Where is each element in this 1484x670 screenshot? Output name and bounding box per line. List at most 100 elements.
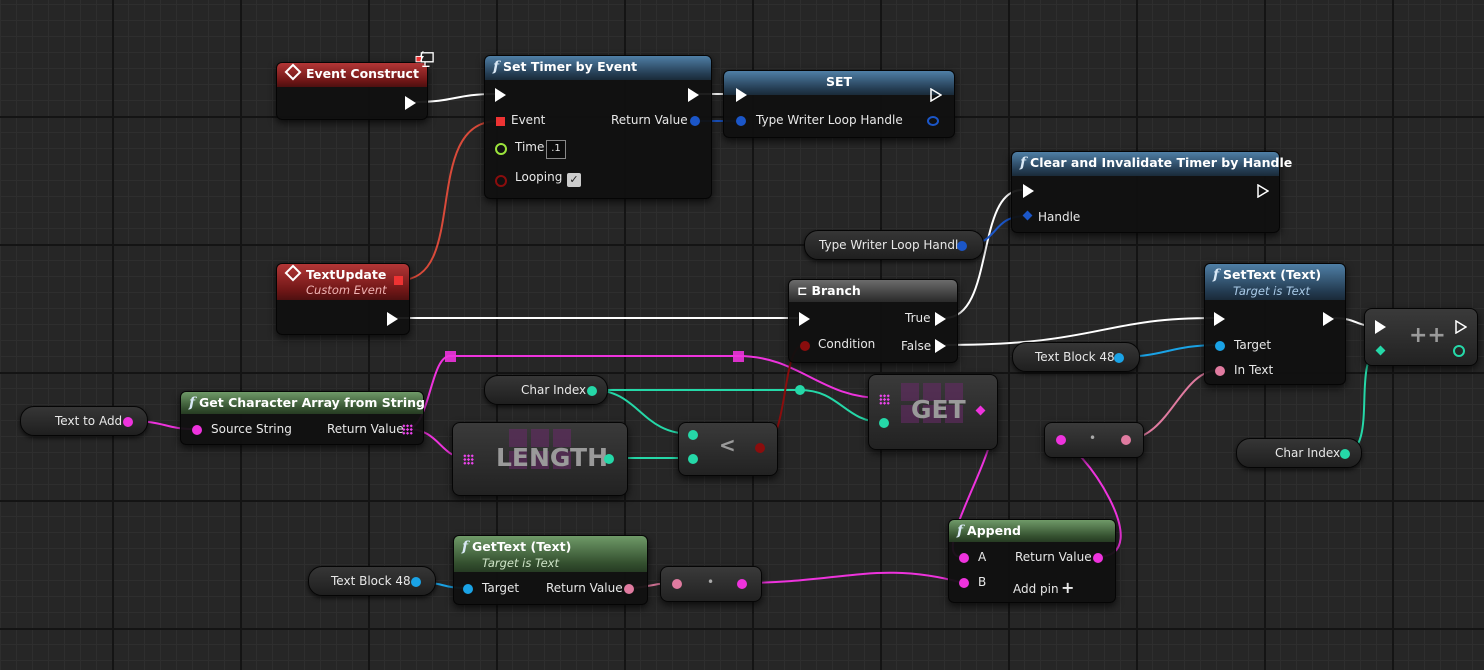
exec-out-pin[interactable] [387,312,398,326]
target-pin[interactable] [463,584,473,594]
exec-out-pin[interactable] [1323,312,1334,326]
int-in-pin-b[interactable] [688,454,698,464]
add-pin-label[interactable]: Add pin [1013,582,1059,596]
exec-in-pin[interactable] [736,88,747,102]
array-get-node[interactable]: GET [868,374,998,450]
event-construct-node[interactable]: Event Construct [276,62,428,120]
b-label: B [978,575,987,589]
a-pin[interactable] [959,553,969,563]
char-index-getter-a[interactable]: Char Index [484,375,608,405]
wire-charindex-to-get [592,389,883,423]
exec-out-pin[interactable] [688,88,699,102]
int-in-pin[interactable] [1375,345,1386,356]
exec-in-pin[interactable] [799,312,810,326]
delegate-out-pin[interactable] [394,276,403,285]
add-pin-icon[interactable]: + [1061,578,1075,597]
array-in-pin[interactable] [463,454,474,465]
event-icon [284,63,302,81]
int-out-pin[interactable] [604,454,614,464]
exec-in-pin[interactable] [1375,320,1386,334]
wire-array-to-get [406,355,883,430]
object-out-pin[interactable] [411,577,421,587]
string-out-pin[interactable] [975,405,986,416]
exec-in-pin[interactable] [1023,184,1034,198]
length-node[interactable]: LENGTH [452,422,628,496]
string-in-pin[interactable] [1056,435,1066,445]
true-exec-pin[interactable] [935,312,946,326]
type-writer-loop-handle-getter[interactable]: Type Writer Loop Handle [804,230,984,260]
wire-convert-to-append-b [740,571,964,584]
handle-out-pin[interactable] [957,241,967,251]
false-exec-pin[interactable] [935,339,946,353]
object-out-pin[interactable] [1114,353,1124,363]
char-index-getter-b[interactable]: Char Index [1236,438,1362,468]
exec-out-pin[interactable] [405,96,416,110]
int-out-pin[interactable] [587,386,597,396]
index-in-pin[interactable] [879,418,889,428]
function-icon: f [957,523,964,539]
exec-in-pin[interactable] [495,88,506,102]
function-icon: f [1020,155,1027,171]
wire-exec-branch-true-clear [944,189,1023,319]
target-pin[interactable] [1215,341,1225,351]
time-value-input[interactable]: .1 [546,140,566,159]
event-pin[interactable] [496,117,505,126]
text-in-pin[interactable] [672,579,682,589]
array-in-pin[interactable] [879,394,890,405]
a-label: A [978,550,987,564]
text-out-pin[interactable] [1121,435,1131,445]
handle-out-pin[interactable] [927,116,939,126]
get-text-title: GetText (Text) [472,539,572,554]
reroute-nodes [445,351,805,395]
handle-in-pin[interactable] [736,116,746,126]
bool-out-pin[interactable] [755,443,765,453]
text-update-event-node[interactable]: TextUpdate Custom Event [276,263,410,335]
string-out-pin[interactable] [737,579,747,589]
array-out-pin[interactable] [402,424,413,435]
string-out-pin[interactable] [123,417,133,427]
time-pin[interactable] [495,143,507,155]
event-pin-label: Event [511,113,546,127]
int-in-pin-a[interactable] [688,430,698,440]
return-value-pin[interactable] [1093,553,1103,563]
conversion-node-b[interactable]: • [660,566,762,602]
return-value-pin[interactable] [624,584,634,594]
reroute-node-array-2 [733,351,744,362]
looping-pin[interactable] [495,175,507,187]
less-than-node[interactable]: < [678,422,778,476]
source-string-pin[interactable] [192,425,202,435]
exec-out-pin-empty[interactable] [1257,183,1270,199]
text-update-subtitle: Custom Event [306,283,387,297]
conversion-symbol: • [707,575,715,589]
in-text-pin[interactable] [1215,366,1225,376]
increment-symbol: ++ [1409,323,1446,348]
exec-in-pin[interactable] [1214,312,1225,326]
event-construct-header: Event Construct [277,63,427,87]
replicated-client-icon [415,51,434,67]
exec-out-pin-empty[interactable] [930,87,943,103]
branch-node[interactable]: ⊏Branch True Condition False [788,279,958,363]
int-out-pin[interactable] [1340,449,1350,459]
looping-checkbox[interactable]: ✓ [567,173,581,187]
handle-pin[interactable] [1022,210,1033,221]
b-pin[interactable] [959,578,969,588]
text-block-48-getter-b[interactable]: Text Block 48 [308,566,436,596]
return-value-pin[interactable] [690,116,700,126]
condition-pin[interactable] [800,341,810,351]
exec-out-pin-empty[interactable] [1455,319,1468,335]
set-variable-node[interactable]: SET Type Writer Loop Handle [723,70,955,138]
int-out-pin[interactable] [1453,345,1465,357]
text-block-48-getter-a[interactable]: Text Block 48 [1012,342,1140,372]
conversion-node-a[interactable]: • [1044,422,1144,458]
text-to-add-getter[interactable]: Text to Add [20,406,148,436]
getter-label: Char Index [1275,446,1341,460]
increment-node[interactable]: ++ [1364,308,1478,366]
